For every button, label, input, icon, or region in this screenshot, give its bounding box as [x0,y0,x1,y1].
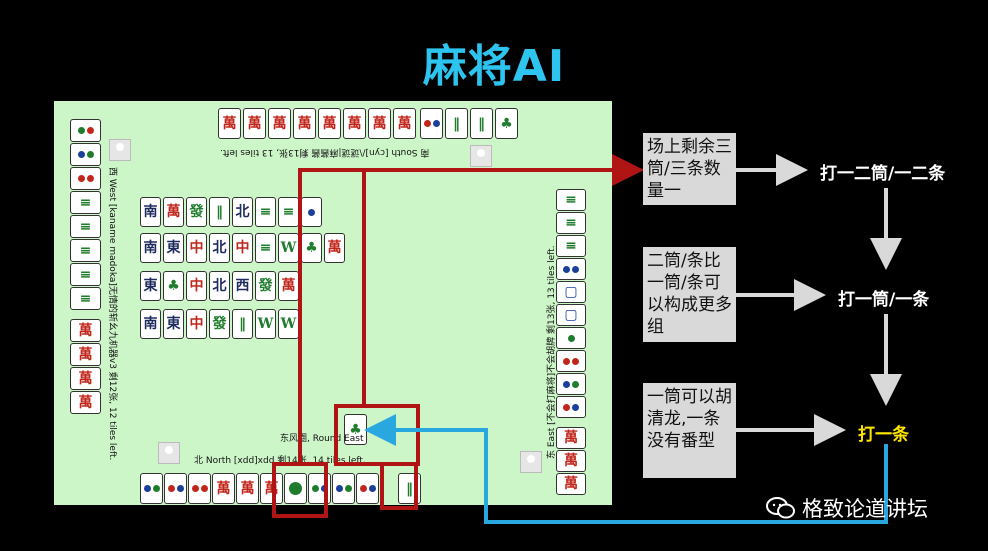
tile [70,167,101,190]
tile: 東 [163,309,184,339]
tile: 萬 [236,473,259,504]
tile [556,373,586,395]
tile: ≡ [556,189,586,211]
tile: ≡ [556,212,586,234]
tile: ‖ [209,197,230,227]
reason-box-2: 二筒/条比一筒/条可以构成更多组 [643,247,736,342]
tile: 中 [186,309,207,339]
tile: 萬 [212,473,235,504]
tile: 萬 [243,108,266,139]
tile: 中 [186,271,207,301]
red-arrow-left [298,154,644,464]
tile: 南 [140,197,161,227]
tile [70,143,101,166]
highlight-box-tile-1 [272,462,328,518]
tile: 北 [209,233,230,263]
tile: 萬 [70,391,101,414]
tile: ≡ [255,197,276,227]
tile: ≡ [278,197,299,227]
tile: 萬 [393,108,416,139]
tile: 萬 [163,197,184,227]
tile: 萬 [318,108,341,139]
tile: 萬 [218,108,241,139]
tile: ‖ [445,108,468,139]
tile: 東 [163,233,184,263]
tile: ▢ [556,281,586,303]
tile: 萬 [368,108,391,139]
north-avatar [158,442,180,464]
tile: W [278,233,299,263]
tile: ≡ [70,239,101,262]
highlight-box-tile-2 [380,462,418,510]
tile: ≡ [70,263,101,286]
tile: 北 [209,271,230,301]
tile: 中 [232,233,253,263]
tile: 東 [140,271,161,301]
tile: 萬 [70,319,101,342]
tile [556,396,586,418]
tile: 萬 [268,108,291,139]
tile: ♣ [495,108,518,139]
tile: 發 [186,197,207,227]
west-avatar [109,139,131,161]
tile: 西 [232,271,253,301]
tile: ‖ [232,309,253,339]
tile [70,119,101,142]
tile: 萬 [556,427,586,449]
tile: 萬 [556,473,586,495]
tile: 萬 [324,233,345,263]
tile [556,327,586,349]
tile: ≡ [70,215,101,238]
tile [164,473,187,504]
tile [140,473,163,504]
wechat-icon [766,497,795,519]
tile: W [255,309,276,339]
tile: 南 [140,233,161,263]
reason-box-1: 场上剩余三筒/三条数量一 [643,133,736,205]
tile: ≡ [255,233,276,263]
east-avatar [520,451,542,473]
south-avatar [470,145,492,167]
tile: ‖ [470,108,493,139]
tile: ▢ [556,304,586,326]
tile [556,258,586,280]
tile [356,473,379,504]
tile: W [278,309,299,339]
tile [301,197,322,227]
decision-node-3: 打一条 [858,425,909,445]
watermark: 格致论道讲坛 [766,493,928,523]
tile: 萬 [343,108,366,139]
tile: 南 [140,309,161,339]
tile: 萬 [293,108,316,139]
tile: ♣ [163,271,184,301]
round-info: 东风圈, Round East [280,434,364,444]
tile: 北 [232,197,253,227]
tile: 發 [255,271,276,301]
page-title: 麻将AI [422,41,566,92]
tile [420,108,443,139]
tile: 萬 [70,367,101,390]
tile: ≡ [70,191,101,214]
tile: 萬 [70,343,101,366]
north-player-info: 北 North [xdd]xdd 剩14张, 14 tiles left. [194,456,366,466]
tile [332,473,355,504]
watermark-text: 格致论道讲坛 [802,497,928,521]
reason-box-3: 一筒可以胡清龙,一条没有番型 [643,383,736,478]
tile: 萬 [556,450,586,472]
highlight-box-discard [334,404,420,466]
tile: ≡ [70,287,101,310]
tile: 中 [186,233,207,263]
tile: ≡ [556,235,586,257]
tile [556,350,586,372]
blue-arrow [364,414,888,524]
tile [188,473,211,504]
tile: 發 [209,309,230,339]
decision-node-2: 打一筒/一条 [838,290,930,310]
tile [284,473,307,504]
decision-node-1: 打一二筒/一二条 [820,164,946,184]
